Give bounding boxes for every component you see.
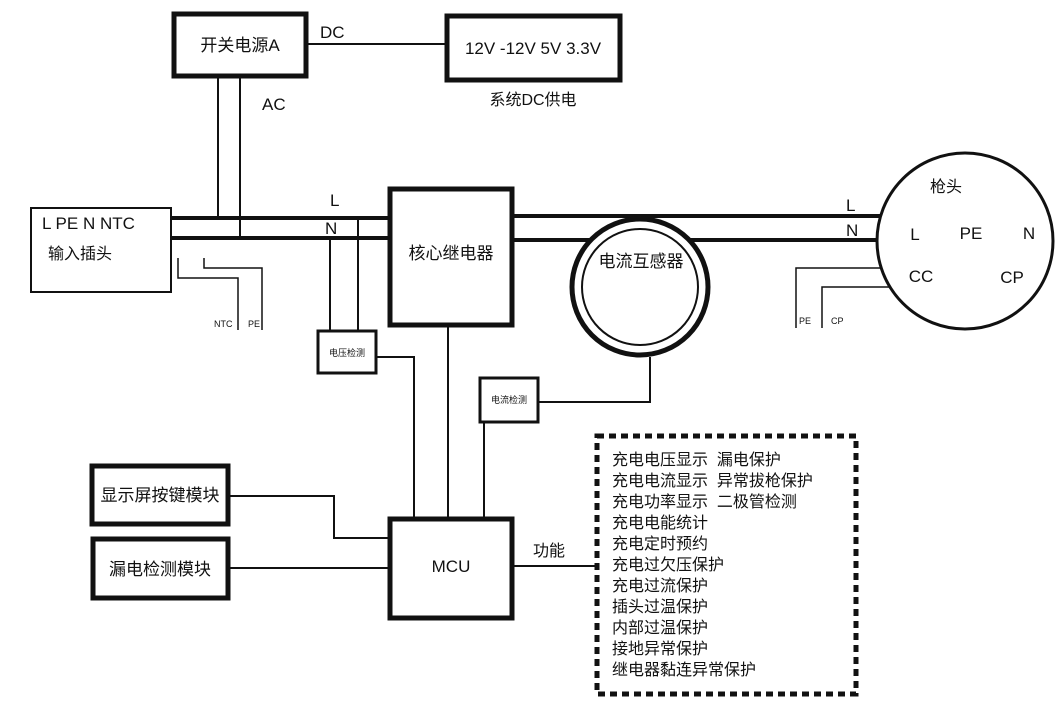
gun-head-circle (875, 151, 1055, 331)
relay-box (387, 186, 515, 328)
wire-l-right-label: L (846, 196, 855, 215)
dc-output-label: 12V -12V 5V 3.3V (465, 39, 602, 58)
leakage-module-label: 漏电检测模块 (109, 560, 211, 579)
mcu-label: MCU (432, 557, 471, 576)
power-supply-box (171, 11, 309, 79)
input-plug-pins: L PE N NTC (42, 214, 135, 233)
dc-output-box (444, 13, 623, 83)
current-detect-box (478, 376, 540, 424)
gun-pin-n: N (1023, 224, 1035, 243)
wire-pe-in (203, 258, 263, 330)
wire-n-right-label: N (846, 221, 858, 240)
wire-ct-cd (538, 357, 651, 403)
function-item: 充电电能统计 (612, 514, 708, 532)
mcu-box (387, 516, 515, 621)
function-item: 充电功率显示 二极管检测 (612, 493, 797, 511)
gun-pin-l: L (910, 225, 919, 244)
dc-label: DC (320, 23, 345, 42)
current-transformer (569, 216, 711, 358)
function-item: 接地异常保护 (612, 640, 708, 658)
display-module-box (89, 463, 231, 527)
ct-inner-ring (581, 228, 699, 346)
wire-vd-mcu (376, 356, 415, 519)
gun-cp-tag: CP (831, 316, 844, 326)
function-item: 充电电压显示 漏电保护 (612, 451, 781, 469)
dc-output-caption: 系统DC供电 (489, 91, 576, 109)
voltage-detect-box (316, 329, 378, 375)
wire-pe-out (795, 267, 897, 328)
current-detect-label: 电流检测 (491, 394, 527, 405)
wire-n-left-label: N (325, 219, 337, 238)
function-item: 充电过流保护 (612, 577, 708, 595)
power-supply-label: 开关电源A (200, 36, 280, 55)
gun-pin-cc: CC (909, 267, 934, 286)
wire-cp-out (821, 286, 905, 328)
function-item: 充电定时预约 (612, 535, 708, 553)
input-ntc-tag: NTC (214, 319, 233, 329)
input-plug-label: 输入插头 (48, 245, 112, 263)
function-item: 继电器黏连异常保护 (612, 661, 756, 679)
gun-head-title: 枪头 (930, 178, 962, 196)
function-item: 充电电流显示 异常拔枪保护 (612, 472, 813, 490)
ct-label: 电流互感器 (599, 252, 684, 271)
function-label: 功能 (533, 542, 565, 560)
ac-label: AC (262, 95, 286, 114)
function-item: 插头过温保护 (612, 598, 708, 616)
input-pe-tag: PE (248, 319, 260, 329)
wire-disp-mcu (228, 495, 390, 539)
gun-pe-tag: PE (799, 316, 811, 326)
gun-pin-cp: CP (1000, 268, 1024, 287)
input-plug-box (30, 207, 172, 293)
function-item: 内部过温保护 (612, 619, 708, 637)
wire-l-left-label: L (330, 191, 339, 210)
relay-label: 核心继电器 (409, 244, 494, 263)
display-module-label: 显示屏按键模块 (101, 486, 220, 505)
voltage-detect-label: 电压检测 (329, 347, 365, 358)
wire-ntc (177, 258, 239, 330)
leakage-module-box (90, 536, 231, 601)
function-item: 充电过欠压保护 (612, 556, 724, 574)
wires (171, 43, 905, 569)
gun-head (875, 151, 1055, 331)
function-list: 充电电压显示 漏电保护 充电电流显示 异常拔枪保护 充电功率显示 二极管检测 充… (612, 451, 813, 679)
function-list-box (594, 433, 859, 697)
gun-pin-pe: PE (960, 224, 983, 243)
